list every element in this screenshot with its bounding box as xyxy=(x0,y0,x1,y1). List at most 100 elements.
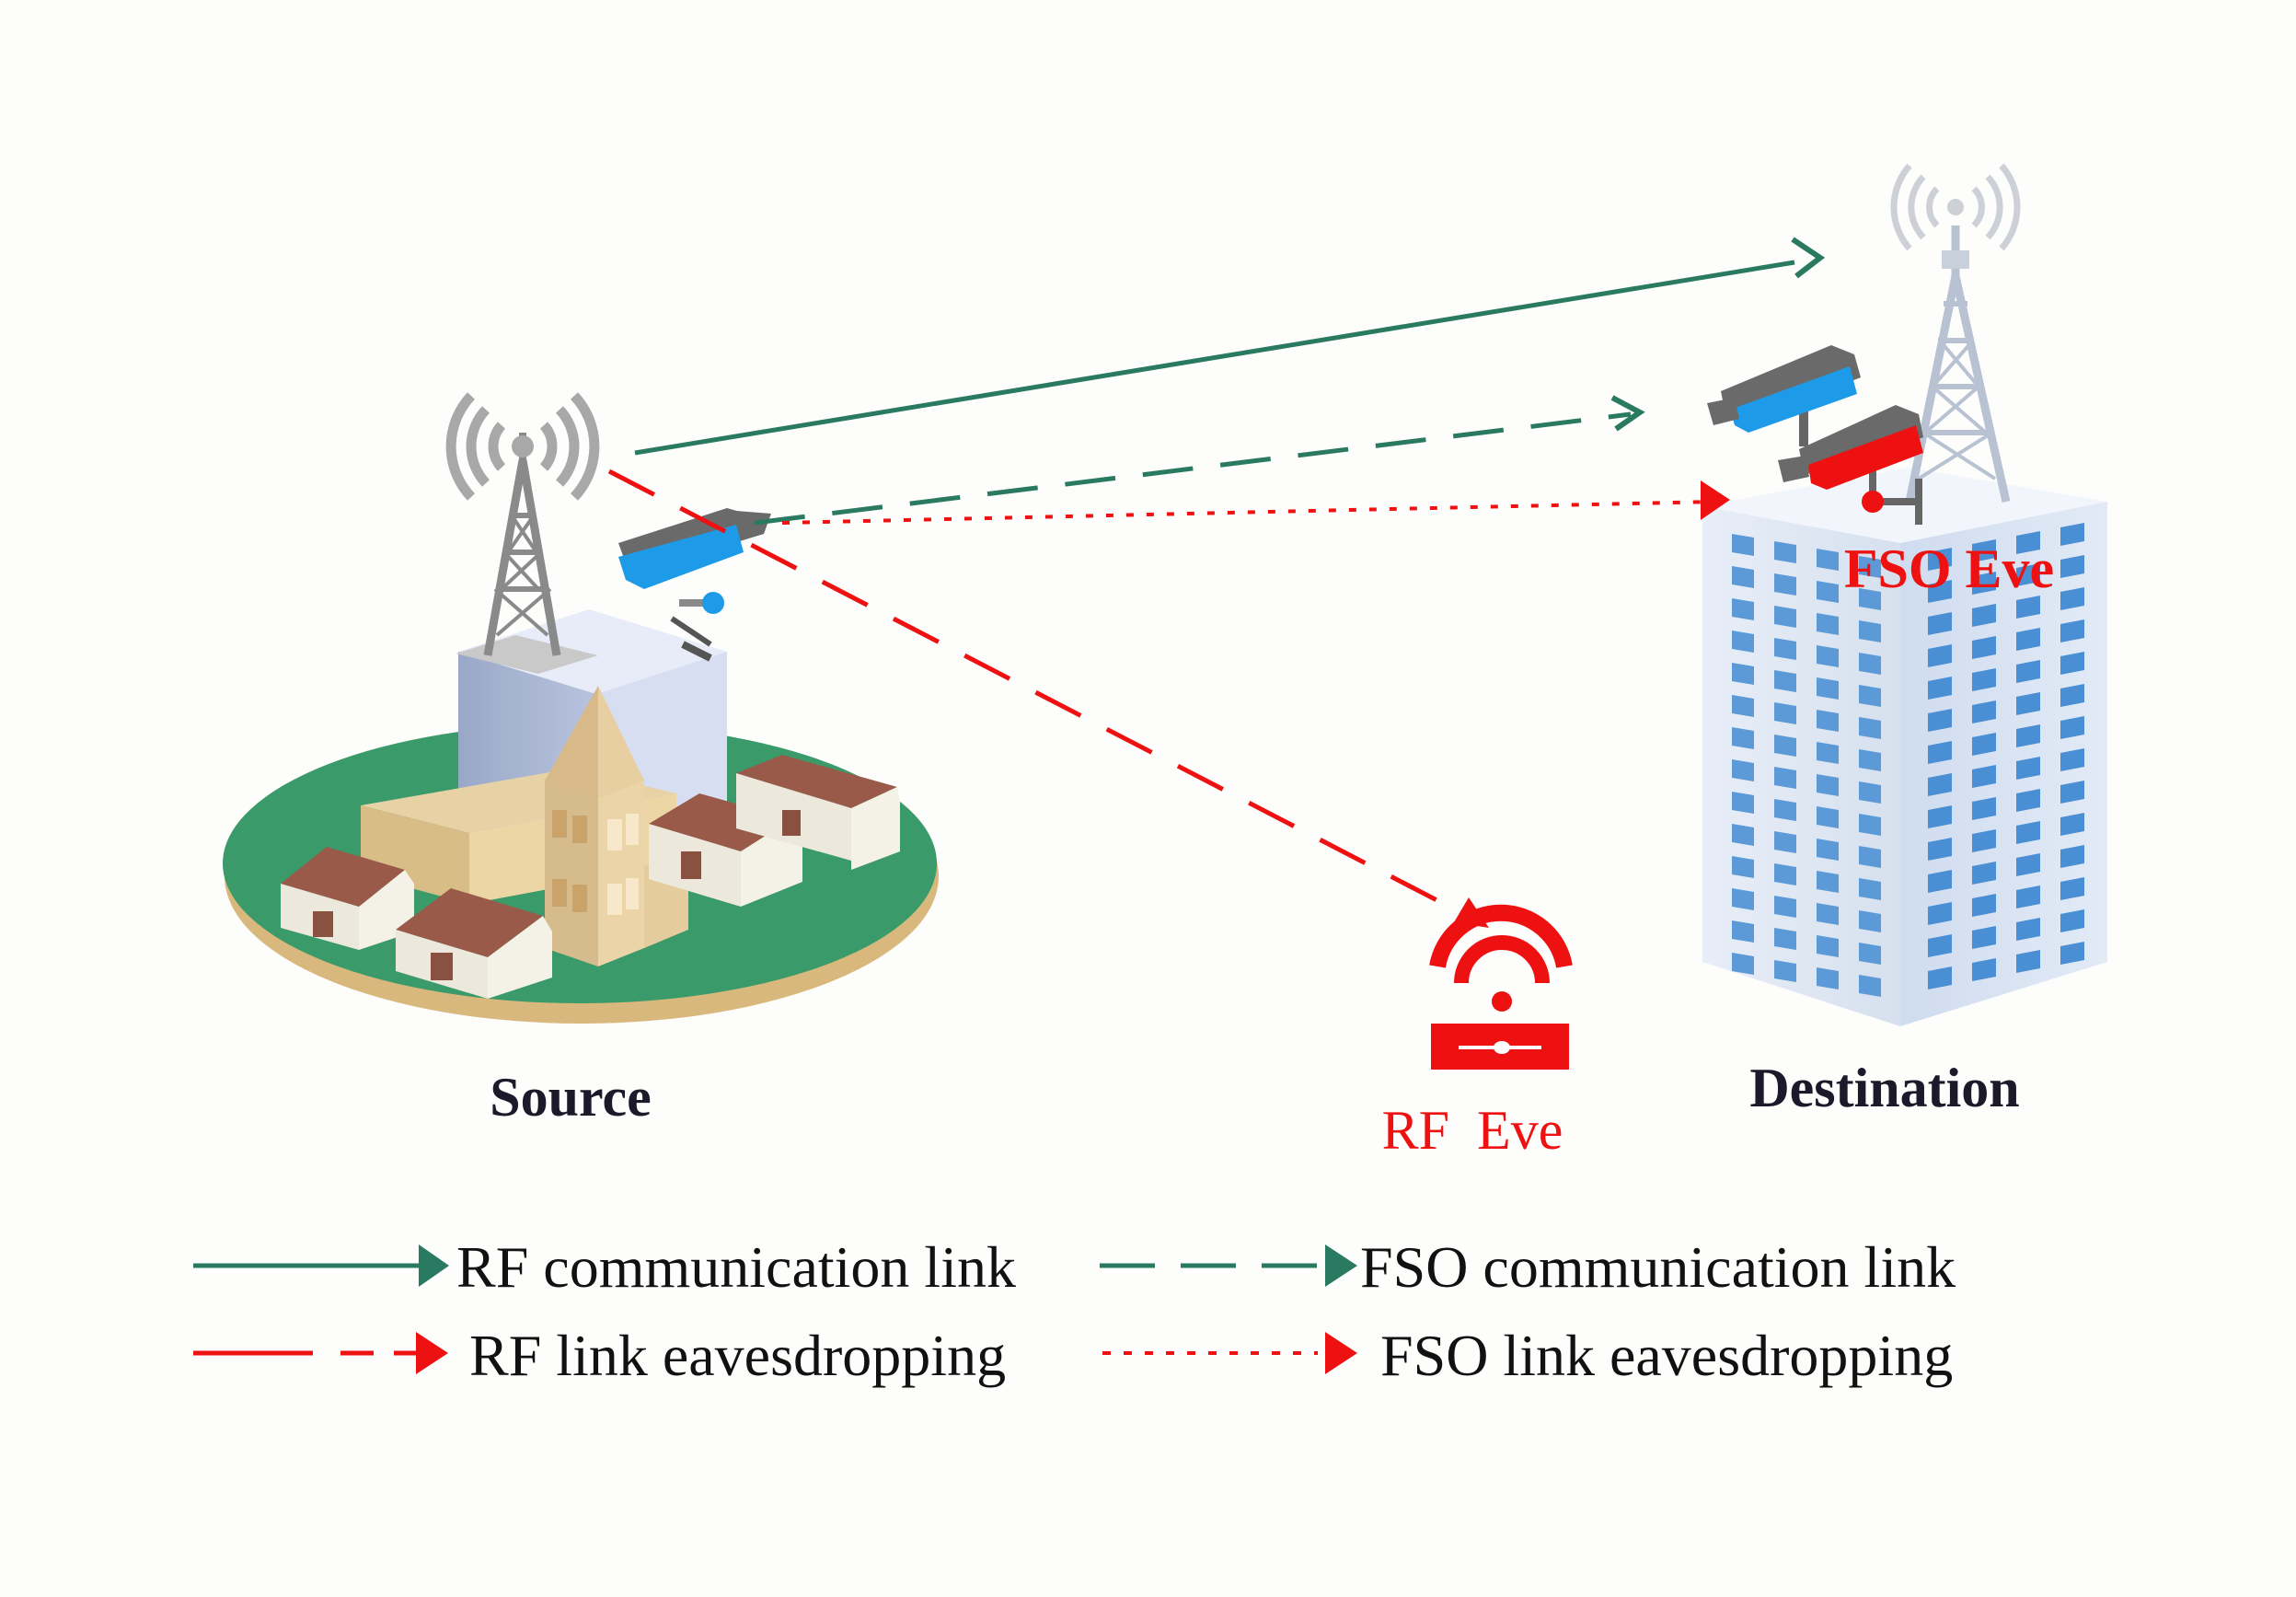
window xyxy=(1972,894,1996,917)
window xyxy=(1817,645,1839,667)
fso-eve-label: FSO Eve xyxy=(1844,538,2054,599)
window xyxy=(1972,926,1996,949)
window xyxy=(1972,958,1996,981)
legend-label: FSO communication link xyxy=(1360,1234,1956,1300)
window xyxy=(1732,598,1754,620)
legend: RF communication link FSO communication … xyxy=(193,1234,1956,1388)
source-houses xyxy=(281,755,900,999)
window xyxy=(2016,950,2040,973)
window xyxy=(1817,613,1839,635)
window xyxy=(1928,902,1952,925)
window xyxy=(2060,652,2084,675)
window xyxy=(1859,975,1881,997)
window xyxy=(1972,862,1996,885)
destination-signal-icon xyxy=(1890,163,2021,251)
window xyxy=(1928,612,1952,635)
window xyxy=(2016,789,2040,812)
window xyxy=(1972,829,1996,852)
window xyxy=(1732,534,1754,556)
window xyxy=(1972,700,1996,723)
fso-eve-camera-icon xyxy=(1778,405,1923,525)
legend-item-rf-communication-link: RF communication link xyxy=(193,1234,1016,1300)
window xyxy=(2016,853,2040,876)
window xyxy=(1859,878,1881,900)
window xyxy=(1774,960,1796,982)
window xyxy=(1972,604,1996,627)
window xyxy=(1859,943,1881,965)
fso-link-eavesdropping xyxy=(781,480,1730,525)
window xyxy=(2060,523,2084,546)
window xyxy=(1972,797,1996,820)
window xyxy=(1817,677,1839,700)
window xyxy=(2016,660,2040,683)
window xyxy=(1774,831,1796,853)
window xyxy=(1817,935,1839,957)
window xyxy=(1732,695,1754,717)
window xyxy=(1859,685,1881,707)
window xyxy=(2060,781,2084,804)
window xyxy=(1774,606,1796,628)
source-label: Source xyxy=(490,1067,652,1128)
window xyxy=(1972,668,1996,691)
window xyxy=(2016,692,2040,715)
window xyxy=(1774,863,1796,885)
window xyxy=(1817,806,1839,828)
window xyxy=(1928,870,1952,893)
window xyxy=(1817,903,1839,925)
legend-label: RF communication link xyxy=(456,1234,1016,1300)
window xyxy=(2060,877,2084,900)
window xyxy=(1928,805,1952,828)
window xyxy=(2016,918,2040,941)
window xyxy=(1732,920,1754,943)
window xyxy=(1928,838,1952,861)
window xyxy=(1774,541,1796,563)
destination-antenna-tower xyxy=(1905,226,2011,503)
window xyxy=(1817,967,1839,989)
window xyxy=(2060,619,2084,642)
window xyxy=(1972,733,1996,756)
window xyxy=(1928,548,1952,571)
window xyxy=(1732,566,1754,588)
window xyxy=(1774,702,1796,724)
window xyxy=(1928,644,1952,667)
rf-eve-device-icon xyxy=(1429,904,1573,1070)
window xyxy=(2016,563,2040,586)
destination-fso-camera-icon xyxy=(1707,345,1861,446)
window xyxy=(2016,531,2040,554)
legend-item-fso-communication-link: FSO communication link xyxy=(1100,1234,1956,1300)
window xyxy=(1732,759,1754,781)
window xyxy=(2016,885,2040,908)
window xyxy=(1859,653,1881,675)
legend-item-rf-link-eavesdropping: RF link eavesdropping xyxy=(193,1323,1006,1388)
window xyxy=(2016,596,2040,619)
window xyxy=(2060,942,2084,965)
window xyxy=(2060,813,2084,836)
window xyxy=(1859,620,1881,642)
window xyxy=(1817,742,1839,764)
window xyxy=(1928,934,1952,957)
window xyxy=(1859,814,1881,836)
window xyxy=(1928,677,1952,700)
window xyxy=(1928,966,1952,989)
window xyxy=(1774,735,1796,757)
fso-communication-link xyxy=(754,395,1645,526)
window xyxy=(1928,773,1952,796)
window xyxy=(1817,710,1839,732)
window xyxy=(1972,636,1996,659)
window xyxy=(1859,556,1881,578)
window xyxy=(1817,549,1839,571)
window xyxy=(1774,896,1796,918)
window xyxy=(2060,909,2084,932)
window xyxy=(1817,774,1839,796)
window xyxy=(1817,581,1839,603)
window xyxy=(1928,741,1952,764)
window xyxy=(1774,799,1796,821)
destination-label: Destination xyxy=(1749,1058,2019,1118)
window xyxy=(1859,588,1881,610)
window xyxy=(1774,928,1796,950)
window xyxy=(1732,888,1754,910)
window xyxy=(1928,709,1952,732)
window xyxy=(2016,724,2040,747)
window xyxy=(1972,539,1996,562)
